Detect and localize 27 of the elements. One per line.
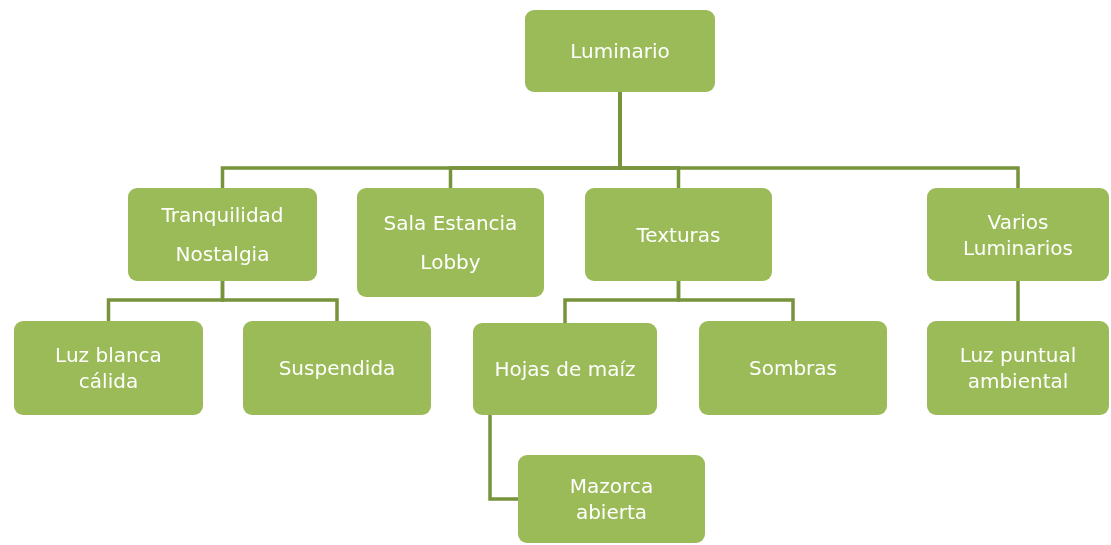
rounded-box (357, 188, 544, 297)
connector-line (488, 415, 518, 501)
node-label: Texturas (636, 221, 721, 248)
rounded-box (927, 321, 1109, 415)
connector-line (220, 281, 339, 321)
node-label: Varios Luminarios (962, 208, 1074, 261)
connector-line (1016, 281, 1020, 321)
connector-line (676, 281, 795, 321)
node-label: Tranquilidad Nostalgia (160, 201, 285, 268)
node-label: Luz puntual ambiental (958, 342, 1078, 394)
node-label: Suspendida (278, 355, 396, 381)
rounded-box (14, 321, 203, 415)
rounded-box (473, 323, 657, 415)
node-label: Luminario (570, 38, 670, 64)
node-label: Sala Estancia Lobby (382, 209, 519, 276)
rounded-box (585, 188, 772, 281)
rounded-box (699, 321, 887, 415)
node-label: Luz blanca cálida (54, 342, 163, 394)
node-label: Sombras (749, 355, 837, 381)
rounded-box (525, 10, 715, 92)
rounded-box (243, 321, 431, 415)
rounded-box (128, 188, 317, 281)
connector-line (618, 92, 1020, 188)
rounded-box (927, 188, 1109, 281)
node-label: Mazorca abierta (568, 473, 655, 525)
node-label: Hojas de maíz (494, 356, 636, 382)
rounded-box (518, 455, 705, 543)
